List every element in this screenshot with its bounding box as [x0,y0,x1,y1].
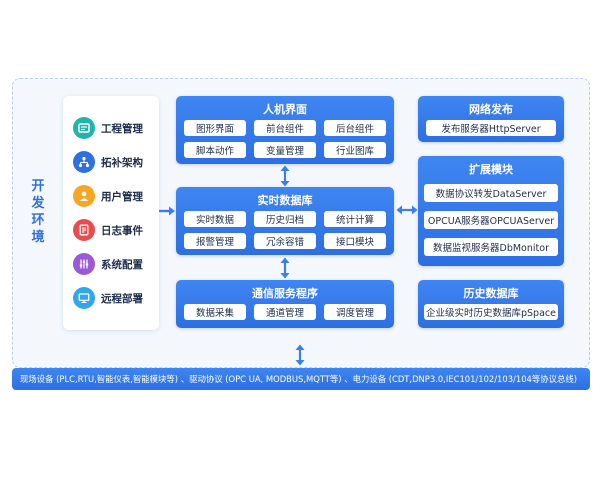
hmi-cell: 后台组件 [324,120,386,136]
hmi-cell: 前台组件 [254,120,316,136]
remote-deploy-icon [73,287,95,309]
sidebar-item-topology: 拓补架构 [73,148,143,176]
sidebar-item-users: 用户管理 [73,182,143,210]
hmi-cell: 行业图库 [324,142,386,158]
field-devices-bar: 现场设备 (PLC,RTU,智能仪表,智能模块等) 、驱动协议 (OPC UA,… [12,368,590,390]
sidebar-item-project: 工程管理 [73,114,143,142]
arrow-updown-icon [280,257,290,279]
arrow-updown-icon [280,165,290,187]
extension-module-block: 扩展模块 数据协议转发DataServer OPCUA服务器OPCUAServe… [418,156,564,266]
dev-tools-panel: 工程管理 拓补架构 用户管理 日志事件 系统配置 远程部署 [63,96,159,330]
arrow-right-icon [159,206,175,216]
topology-icon [73,151,95,173]
dev-environment-label: 开 发 环 境 [31,179,45,245]
system-config-icon [73,253,95,275]
comm-cell: 调度管理 [324,304,386,320]
rtdb-cell: 统计计算 [324,211,386,227]
extension-cell: 数据协议转发DataServer [424,184,558,202]
user-icon [73,185,95,207]
arrow-updown-icon [295,344,305,366]
extension-cell: OPCUA服务器OPCUAServer [424,211,558,229]
log-icon [73,219,95,241]
history-db-block: 历史数据库 企业级实时历史数据库pSpace [418,280,564,328]
realtime-db-title: 实时数据库 [257,194,313,207]
network-publish-block: 网络发布 发布服务器HttpServer [418,96,564,142]
project-management-icon [73,117,95,139]
network-cell: 发布服务器HttpServer [426,120,556,136]
rtdb-cell: 冗余容错 [254,233,316,249]
comm-service-block: 通信服务程序 数据采集 通道管理 调度管理 [176,280,394,328]
network-publish-title: 网络发布 [469,103,513,116]
comm-cell: 通道管理 [254,304,316,320]
arrow-leftright-icon [396,205,418,215]
rtdb-cell: 报警管理 [184,233,246,249]
rtdb-cell: 实时数据 [184,211,246,227]
hmi-cell: 脚本动作 [184,142,246,158]
hmi-block: 人机界面 图形界面 前台组件 后台组件 脚本动作 变量管理 行业图库 [176,96,394,164]
sidebar-item-logs: 日志事件 [73,216,143,244]
extension-module-title: 扩展模块 [469,163,513,176]
comm-service-title: 通信服务程序 [252,287,318,300]
hmi-title: 人机界面 [263,103,307,116]
comm-cell: 数据采集 [184,304,246,320]
sidebar-item-remote-deploy: 远程部署 [73,284,143,312]
history-db-title: 历史数据库 [463,287,519,300]
hmi-cell: 图形界面 [184,120,246,136]
rtdb-cell: 接口模块 [324,233,386,249]
history-cell: 企业级实时历史数据库pSpace [424,304,558,320]
realtime-db-block: 实时数据库 实时数据 历史归档 统计计算 报警管理 冗余容错 接口模块 [176,187,394,255]
extension-cell: 数据监视服务器DbMonitor [424,238,558,256]
sidebar-item-system-config: 系统配置 [73,250,143,278]
rtdb-cell: 历史归档 [254,211,316,227]
hmi-cell: 变量管理 [254,142,316,158]
